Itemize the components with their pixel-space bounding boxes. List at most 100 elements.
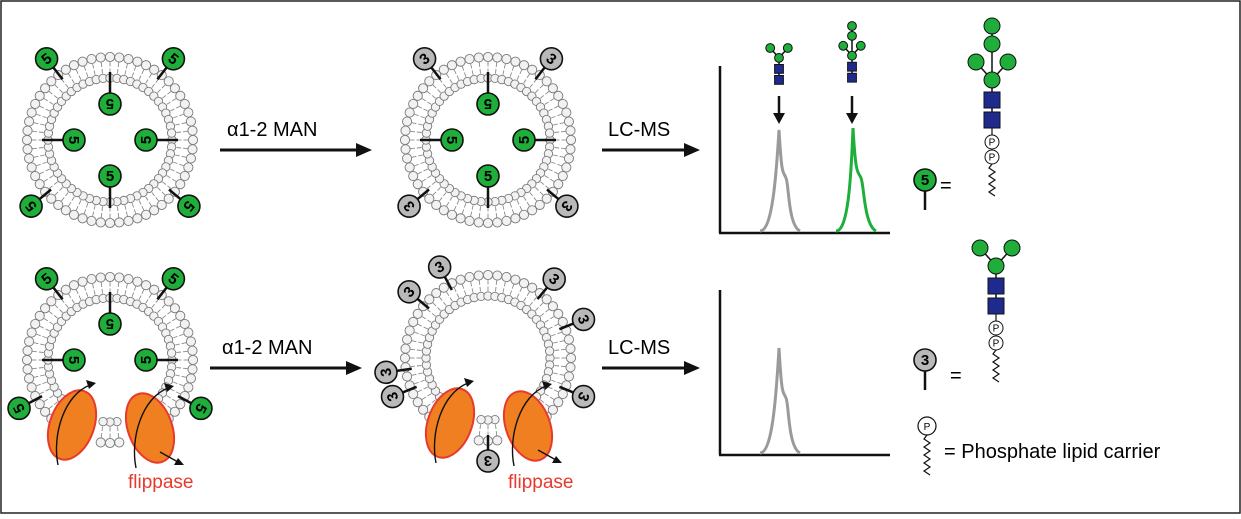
lipid-tail	[548, 326, 553, 330]
lipid-tail	[509, 203, 513, 208]
lipid-head	[40, 83, 51, 94]
lipid-tail	[453, 206, 457, 211]
lipid-head	[179, 98, 190, 110]
lipid-tail	[416, 349, 422, 351]
lipid-head	[183, 382, 194, 393]
glcnac	[987, 277, 1005, 295]
lipid-tail	[449, 196, 453, 201]
glycan-number: 5	[921, 172, 929, 189]
mannose	[967, 53, 985, 71]
lipid-head	[98, 416, 108, 427]
lipid-head	[527, 64, 538, 75]
lipid-tail	[418, 154, 423, 157]
lipid-head	[464, 272, 475, 283]
lipid-tail	[36, 113, 41, 117]
lipid-tail	[411, 155, 417, 158]
lipid-tail	[42, 161, 47, 165]
lipid-tail	[548, 108, 553, 112]
lipid-tail	[176, 131, 182, 133]
lipid-head	[77, 213, 88, 224]
lipid-tail	[421, 98, 427, 102]
lcms-label-bottom: LC-MS	[608, 337, 670, 359]
lipid-tail	[423, 326, 428, 330]
lipid-tail	[549, 316, 555, 320]
flip-arrow-path	[133, 387, 169, 469]
glycan-badge	[34, 47, 59, 71]
outer-glycan-m5: 5	[177, 395, 213, 421]
lipid-tail	[549, 178, 555, 182]
mannose	[999, 53, 1017, 71]
lipid-tail	[117, 426, 119, 432]
lipid-tail	[141, 206, 145, 211]
legend-man3-structure: PP	[971, 239, 1021, 383]
glycan-number: 5	[65, 136, 82, 144]
lipid-head	[22, 144, 33, 155]
lipid-head	[140, 280, 152, 291]
lipid-head	[132, 276, 143, 287]
lipid-tail	[426, 185, 431, 189]
lipid-tail	[117, 432, 120, 438]
peak-man3-bottom	[759, 347, 802, 455]
lipid-head	[563, 153, 574, 164]
lipid-tail	[470, 211, 473, 217]
glycan-badge	[397, 279, 421, 304]
lipid-head	[183, 162, 194, 173]
glcnac	[774, 64, 784, 74]
lipid-tail	[426, 91, 431, 95]
lipid-head	[132, 213, 143, 224]
lipid-tail	[553, 154, 558, 157]
lipid-tail	[495, 62, 498, 68]
phosphate-lipid-legend: = Phosphate lipid carrier	[944, 441, 1161, 463]
glycan-badge	[380, 384, 405, 409]
lipid-head	[547, 301, 558, 312]
lipid-tail	[544, 101, 549, 105]
lipid-tail	[478, 212, 481, 218]
lipid-tail	[145, 196, 149, 201]
lipid-tail	[414, 381, 419, 385]
glycan-badge	[134, 348, 158, 372]
lipid-tail	[171, 178, 177, 182]
lipid-tail	[117, 212, 120, 218]
lipid-tail	[548, 168, 553, 172]
outer-glycan-m5: 5	[156, 267, 186, 301]
lipid-tail	[42, 381, 47, 385]
lipid-tail	[65, 83, 69, 88]
lipid-tail	[478, 280, 481, 286]
glycan-number: 3	[484, 452, 492, 469]
lipid-tail	[421, 396, 427, 400]
lipid-tail	[495, 212, 498, 218]
glycan-badge	[539, 47, 564, 71]
mannose	[983, 35, 1001, 53]
lipid-tail	[529, 192, 533, 197]
lipid-head	[565, 343, 576, 354]
lipid-head	[455, 213, 466, 224]
lipid-tail	[509, 290, 513, 295]
lipid-tail	[418, 341, 423, 344]
lipid-tail	[68, 73, 72, 79]
lipid-head	[185, 336, 196, 347]
lipid-head	[149, 64, 160, 75]
lipid-head	[438, 205, 449, 216]
mannose	[847, 31, 857, 41]
phosphate-label: P	[989, 153, 996, 164]
arrow-lcms-bottom	[602, 361, 700, 375]
chromatogram-bottom	[718, 290, 890, 457]
lipid-head	[95, 52, 106, 63]
lipid-tail	[166, 175, 171, 179]
lipid-tail	[175, 123, 180, 126]
lipid-tail	[417, 389, 422, 393]
lipid-tail	[423, 386, 428, 390]
lipid-head	[492, 270, 503, 281]
lipid-head	[412, 90, 423, 101]
lipid-tail	[431, 313, 436, 317]
mannose	[983, 71, 1001, 89]
lipid-tail	[443, 192, 447, 197]
lipid-tail	[182, 147, 188, 150]
glcnac	[987, 297, 1005, 315]
lipid-tail	[461, 284, 465, 289]
lipid-tail	[446, 201, 450, 207]
lipid-head	[140, 209, 152, 220]
lipid-head	[547, 404, 558, 415]
lipid-head	[46, 76, 57, 87]
lipid-head	[149, 284, 160, 295]
